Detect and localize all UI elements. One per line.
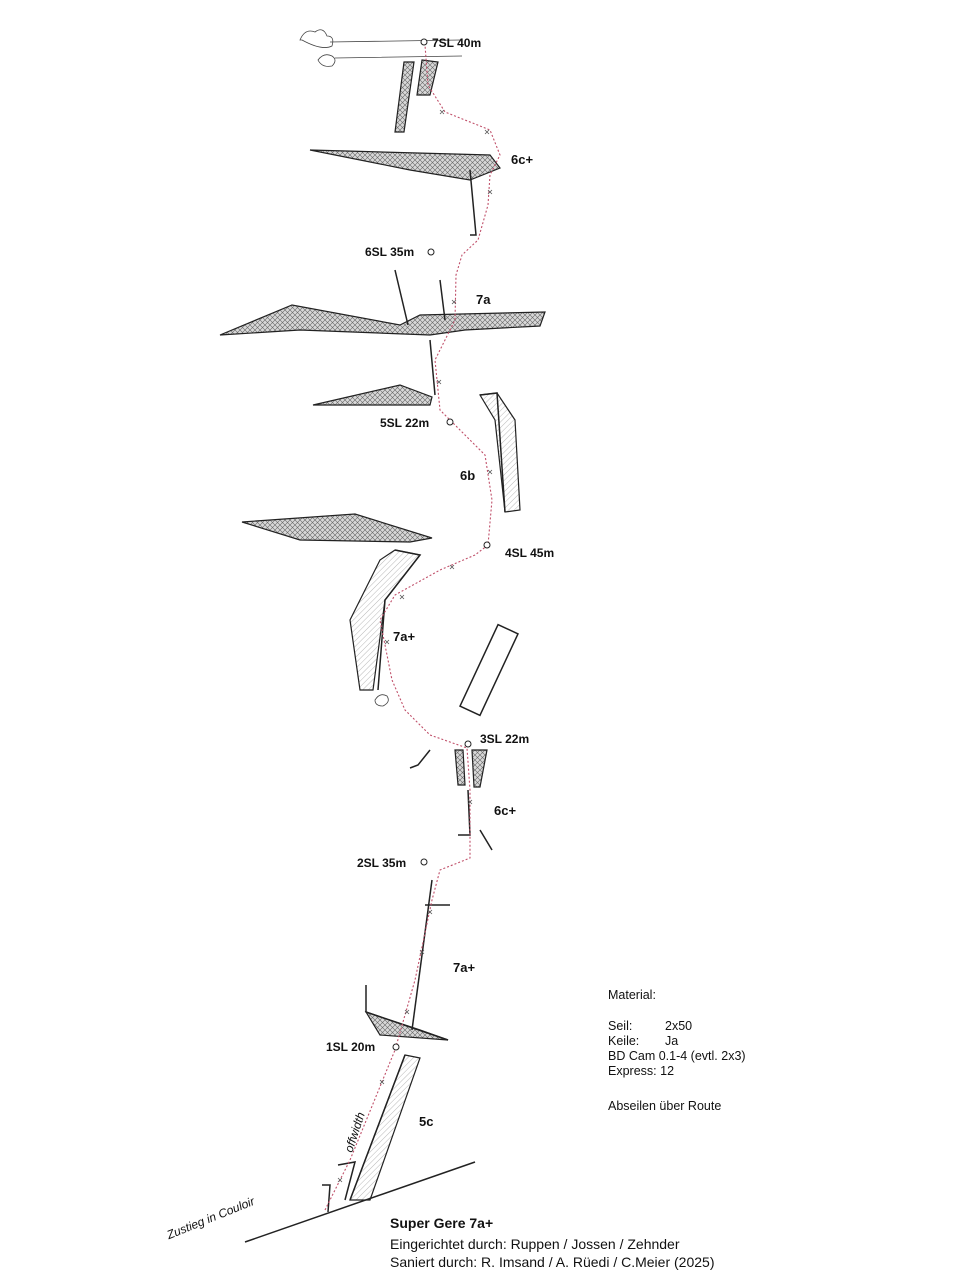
roof (219, 304, 546, 336)
vegetation (299, 29, 463, 707)
anchor-icons (392, 38, 491, 1051)
ground-line (244, 1161, 476, 1243)
material-item: Keile:Ja (608, 1034, 679, 1048)
dihedral (349, 549, 422, 691)
established-credit: Eingerichtet durch: Ruppen / Jossen / Ze… (390, 1236, 680, 1252)
anchor-label-6sl: 6SL 35m (365, 245, 415, 259)
grade-pitch-6: 7a (476, 292, 491, 307)
anchor-label-3sl: 3SL 22m (480, 732, 530, 746)
anchor-label-5sl: 5SL 22m (380, 416, 430, 430)
grade-pitch-7: 6c+ (511, 152, 534, 167)
material-heading: Material: (608, 988, 656, 1002)
grade-pitch-5: 6b (460, 468, 476, 483)
route-title: Super Gere 7a+ (390, 1215, 494, 1231)
material-item: Express: 12 (608, 1064, 675, 1078)
pillar (454, 749, 466, 786)
material-item: BD Cam 0.1-4 (evtl. 2x3) (608, 1049, 746, 1063)
anchor-label-4sl: 4SL 45m (505, 546, 555, 560)
anchor-label-2sl: 2SL 35m (357, 856, 407, 870)
pillar (471, 749, 488, 788)
roof (309, 149, 501, 181)
renovated-credit: Saniert durch: R. Imsand / A. Rüedi / C.… (390, 1254, 715, 1270)
dihedral (479, 392, 521, 513)
rock-pillar (394, 61, 415, 133)
rock-pillar (416, 59, 439, 96)
bolts (337, 109, 493, 1183)
material-item: Seil:2x50 (608, 1019, 693, 1033)
roof (312, 384, 433, 406)
grade-pitch-1: 5c (419, 1114, 434, 1129)
grade-pitch-3: 6c+ (494, 803, 517, 818)
grade-pitch-4: 7a+ (393, 629, 416, 644)
material-list: Seil:2x50 Keile:Ja BD Cam 0.1-4 (evtl. 2… (608, 1019, 746, 1079)
material-note: Abseilen über Route (608, 1099, 722, 1113)
anchor-label-7sl: 7SL 40m (432, 36, 482, 50)
anchor-label-1sl: 1SL 20m (326, 1040, 376, 1054)
roof (241, 513, 433, 543)
grade-pitch-2: 7a+ (453, 960, 476, 975)
